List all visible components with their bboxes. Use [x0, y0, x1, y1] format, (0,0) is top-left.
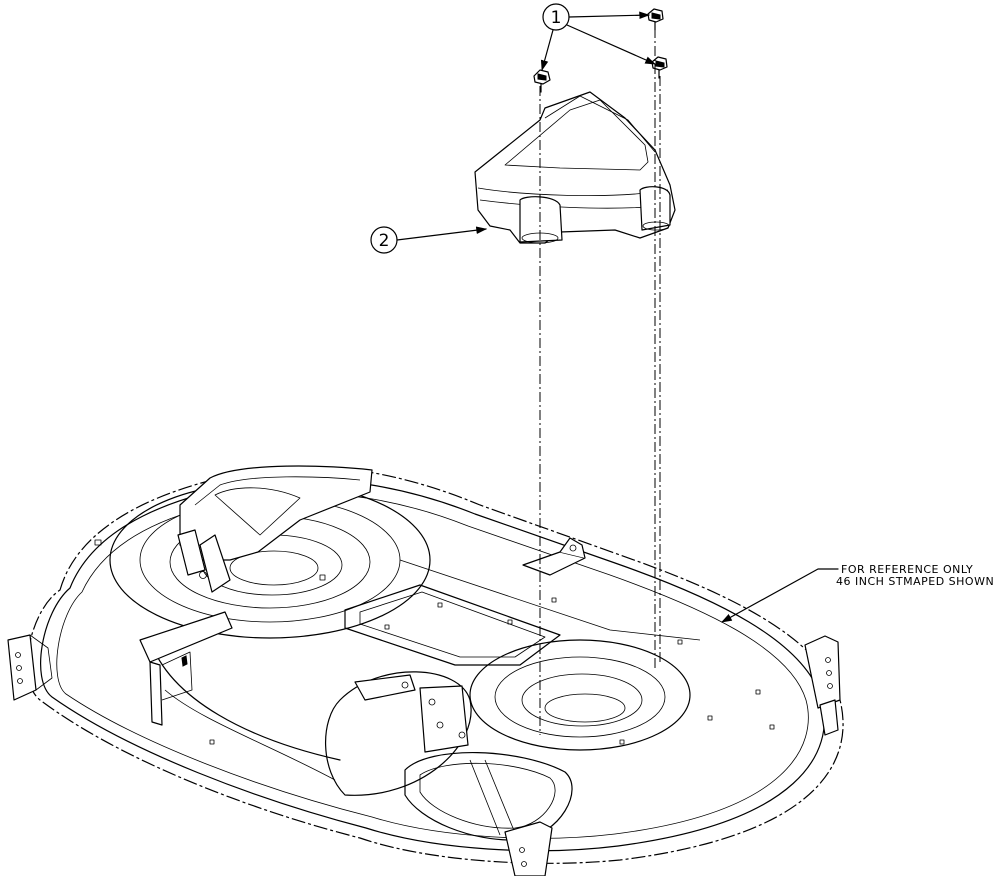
deck-phantom-outline: [26, 466, 844, 864]
reference-note: FOR REFERENCE ONLY 46 INCH STMAPED SHOWN: [721, 563, 994, 623]
right-spindle-ring-3: [544, 693, 626, 723]
right-spindle-ring-1: [494, 656, 666, 738]
rear-bracket: [522, 537, 586, 576]
belt-cover-top-face: [504, 99, 649, 171]
belt-cover-ridge: [544, 95, 656, 153]
front-bracket: [354, 674, 469, 753]
right-spindle-ring-2: [521, 673, 643, 727]
installed-belt-cover: [177, 465, 373, 593]
screw-right-top: [647, 8, 664, 31]
bottom-baffle-ribs: [469, 759, 516, 836]
note-leader: [721, 568, 839, 623]
deck-ridge: [399, 559, 701, 641]
screw-hardware: [533, 8, 668, 93]
center-channel-inner: [359, 591, 546, 658]
note-line-2: 46 INCH STMAPED SHOWN: [836, 575, 994, 588]
center-channel: [344, 584, 561, 666]
left-bracket: [7, 634, 53, 701]
left-spindle-ring-4: [229, 550, 319, 586]
deck-front-skirt-2: [164, 689, 336, 781]
mower-deck: [7, 465, 844, 876]
belt-cover-part: [474, 91, 676, 244]
right-spindle-outer: [469, 639, 691, 751]
screw-left: [533, 69, 551, 93]
callout-2: 2: [370, 226, 488, 254]
bottom-baffle: [404, 752, 573, 841]
deck-front-skirt: [149, 639, 341, 761]
belt-cover-left-boss: [519, 196, 563, 243]
right-bracket: [804, 635, 841, 736]
left-rear-bracket: [139, 611, 233, 726]
callout-1: 1: [540, 3, 656, 72]
assembly-centerlines: [539, 28, 661, 735]
callout-1-label: 1: [551, 8, 562, 28]
screw-right-mid: [651, 56, 668, 79]
deck-slots: [94, 539, 775, 745]
bottom-bracket: [504, 821, 553, 876]
callout-2-label: 2: [379, 231, 390, 251]
note-line-1: FOR REFERENCE ONLY: [841, 563, 973, 576]
deck-shell-inner: [56, 492, 809, 839]
bottom-baffle-inner: [419, 762, 556, 829]
